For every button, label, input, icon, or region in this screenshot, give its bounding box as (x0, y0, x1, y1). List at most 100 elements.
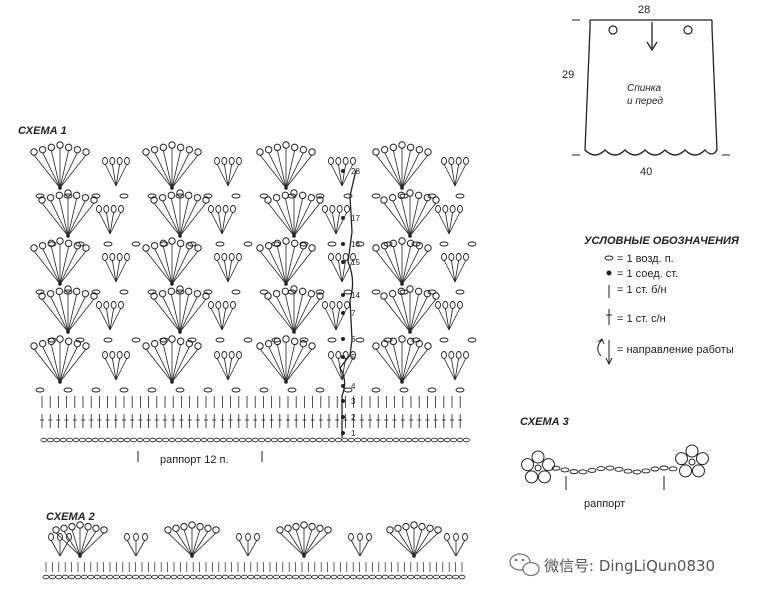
chain-stitch (551, 465, 561, 471)
edge-chain (400, 574, 408, 580)
row-marker (341, 260, 345, 264)
chain-stitch (259, 193, 269, 199)
edge-chain (196, 574, 204, 580)
chain-stitch (596, 466, 606, 472)
base-chain (181, 437, 189, 443)
small-fan (96, 205, 124, 235)
base-chain (245, 437, 253, 443)
chain-stitch (147, 289, 157, 295)
shell-fan (264, 285, 324, 334)
chain-stitch (355, 337, 365, 343)
legend-item-double: = 1 ст. с/н (617, 313, 666, 325)
edge-chain (183, 574, 191, 580)
edge-chain (87, 574, 95, 580)
chain-stitch (231, 193, 241, 199)
chain-stitch (259, 289, 269, 295)
base-chain (213, 437, 221, 443)
chain-stitch (215, 241, 225, 247)
edge-chain (439, 574, 447, 580)
chain-stitch (569, 469, 579, 475)
chain-stitch (299, 241, 309, 247)
chain-stitch (299, 337, 309, 343)
shell-fan (38, 285, 98, 334)
base-chain (79, 437, 86, 443)
chain-stitch (455, 387, 465, 393)
row-marker (341, 399, 345, 403)
chain-stitch (315, 387, 325, 393)
small-fan (214, 253, 242, 283)
base-chain (85, 437, 93, 443)
row-number: 5 (351, 353, 356, 362)
edge-chain (324, 574, 332, 580)
shell-fan (30, 141, 90, 190)
shell-fan (256, 141, 316, 190)
chain-stitch (287, 387, 297, 393)
row-marker (341, 216, 345, 220)
edge-chain (272, 574, 280, 580)
small-fan (214, 157, 242, 187)
edge-chain (144, 574, 152, 580)
base-chain (40, 437, 48, 443)
skirt-caption-line-2: и перед (627, 96, 663, 107)
small-fan (322, 301, 350, 331)
base-chain (194, 437, 202, 443)
legend-item-single: = 1 ст. б/н (617, 284, 667, 296)
base-chain (53, 437, 61, 443)
chain-stitch (327, 241, 337, 247)
shell-fan (372, 335, 432, 384)
base-chain (270, 437, 278, 443)
shell-fan (256, 335, 316, 384)
schema-2: СХЕМА 2 (42, 511, 468, 580)
base-chain (104, 437, 112, 443)
chain-stitch (467, 337, 477, 343)
base-chain (405, 437, 413, 443)
edge-chain (176, 574, 184, 580)
row-number: 15 (351, 258, 360, 267)
base-chain (418, 437, 426, 443)
chain-stitch (614, 466, 624, 472)
base-chain (59, 437, 67, 443)
shell-fan (372, 237, 432, 286)
flower-motif (675, 444, 709, 478)
chain-stitch (187, 241, 197, 247)
base-chain (373, 437, 381, 443)
chain-stitch (467, 241, 477, 247)
base-chain (219, 437, 227, 443)
small-fan (435, 301, 463, 331)
edge-chain (311, 574, 319, 580)
base-chain (258, 437, 266, 443)
edge-chain (336, 574, 344, 580)
chain-stitch (383, 337, 393, 343)
chain-stitch (231, 387, 241, 393)
legend-item-slip: = 1 соед. ст. (617, 268, 678, 280)
shell-fan (150, 285, 210, 334)
base-chain (437, 437, 445, 443)
chain-stitch (399, 387, 409, 393)
chain-stitch (119, 193, 129, 199)
chain-stitch (147, 193, 157, 199)
base-chain (174, 437, 182, 443)
base-chain (251, 437, 259, 443)
base-chain (283, 437, 291, 443)
edge-chain (81, 574, 88, 580)
edge-chain (279, 574, 287, 580)
direction-curve-icon (597, 339, 603, 357)
edge-chain (55, 574, 63, 580)
edge-chain (138, 574, 146, 580)
edge-chain (362, 574, 370, 580)
edge-chain (445, 574, 453, 580)
chain-stitch (315, 289, 325, 295)
chain-stitch (355, 241, 365, 247)
edge-chain (298, 574, 306, 580)
schema-3-flower-chain (521, 444, 709, 484)
chain-stitch (411, 337, 421, 343)
row-marker (341, 384, 345, 388)
row-marker (341, 169, 345, 173)
chain-stitch (650, 466, 660, 472)
base-chain (162, 437, 170, 443)
base-chain (168, 437, 176, 443)
chain-stitch (243, 241, 253, 247)
base-chain (309, 437, 317, 443)
base-chain (155, 437, 163, 443)
row-number: 28 (351, 167, 360, 176)
